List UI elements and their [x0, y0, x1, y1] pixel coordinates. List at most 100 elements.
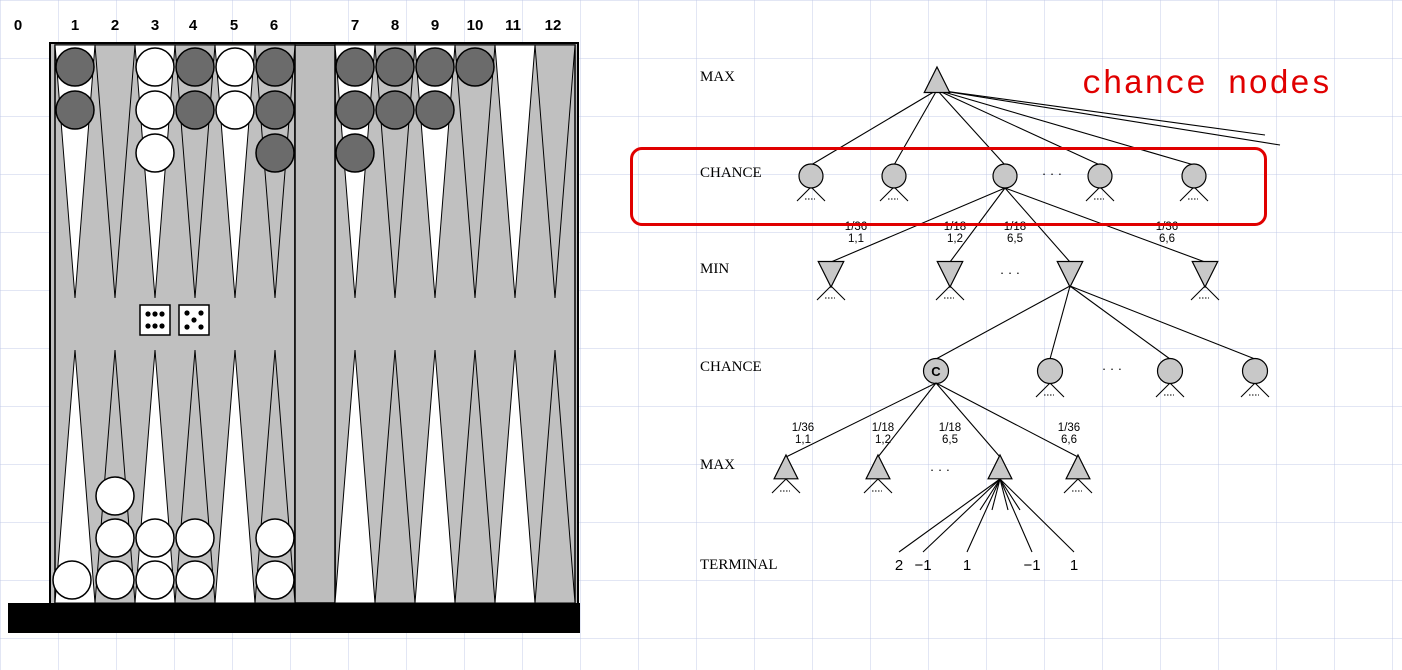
- dark-checker: [55, 47, 95, 87]
- white-checker: [255, 518, 295, 558]
- terminal-edge: [999, 478, 1033, 553]
- subtree-stub-line: [771, 478, 787, 494]
- level-label-chance: CHANCE: [700, 359, 762, 375]
- white-checker: [215, 47, 255, 87]
- terminal-value: 1: [1070, 557, 1078, 574]
- ellipsis: · · ·: [1000, 265, 1020, 280]
- die: [139, 304, 171, 336]
- subtree-stub-line: [796, 186, 812, 202]
- subtree-stub-line: [1085, 186, 1101, 202]
- subtree-stub-line: [816, 285, 832, 301]
- dice-roll: 6,6: [1159, 233, 1175, 245]
- probability-label: 1/186,5: [939, 422, 961, 446]
- max-node: [987, 453, 1013, 480]
- dark-checker: [415, 90, 455, 130]
- subtree-stub-line: [810, 186, 826, 202]
- die-pip: [198, 324, 204, 330]
- ellipsis: · · ·: [930, 462, 950, 477]
- white-checker: [215, 90, 255, 130]
- dark-checker: [255, 133, 295, 173]
- tree-edge: [936, 89, 1006, 166]
- probability-label: 1/181,2: [872, 422, 894, 446]
- tree-edge: [1069, 285, 1171, 360]
- subtree-stub: [816, 285, 846, 301]
- subtree-stub-line: [1049, 382, 1065, 398]
- subtree-stub: [771, 478, 801, 494]
- tree-edge: [1049, 285, 1071, 360]
- subtree-stub-line: [830, 285, 846, 301]
- level-label-min: MIN: [700, 261, 729, 277]
- probability-value: 1/18: [872, 422, 894, 434]
- tree-edge: [877, 382, 937, 458]
- tree-edge: [935, 285, 1071, 360]
- die-pip: [184, 324, 190, 330]
- die-pip: [152, 311, 158, 317]
- dice-roll: 6,5: [942, 434, 958, 446]
- white-checker: [135, 47, 175, 87]
- chance-node: [1241, 357, 1269, 385]
- dice-roll: 1,1: [848, 233, 864, 245]
- board-point-number: 3: [151, 17, 159, 34]
- min-node: [817, 260, 845, 289]
- level-label-max: MAX: [700, 69, 735, 85]
- terminal-edge: [979, 478, 1001, 511]
- subtree-stub-line: [1240, 382, 1256, 398]
- dark-checker: [455, 47, 495, 87]
- white-checker: [255, 560, 295, 600]
- chance-node: [881, 163, 907, 189]
- probability-value: 1/36: [792, 422, 814, 434]
- subtree-stub-line: [1063, 478, 1079, 494]
- dark-checker: [375, 90, 415, 130]
- board-point-number: 6: [270, 17, 278, 34]
- chance-nodes-callout: chance nodes: [1082, 66, 1332, 103]
- subtree-stub-line: [1190, 285, 1206, 301]
- chance-node: [1181, 163, 1207, 189]
- board-point-number: 0: [14, 17, 22, 34]
- terminal-value: −1: [1023, 557, 1040, 574]
- die-pip: [159, 323, 165, 329]
- die-pip: [159, 311, 165, 317]
- subtree-stub: [935, 285, 965, 301]
- board-point-number: 9: [431, 17, 439, 34]
- die-pip: [145, 311, 151, 317]
- tree-edge: [935, 382, 1079, 458]
- tree-edge: [935, 382, 1001, 458]
- subtree-stub-line: [879, 186, 895, 202]
- board-base-strip: [8, 603, 580, 633]
- board-point-number: 2: [111, 17, 119, 34]
- dark-checker: [335, 90, 375, 130]
- dark-checker: [255, 90, 295, 130]
- white-checker: [135, 560, 175, 600]
- subtree-stub-line: [1193, 186, 1209, 202]
- die-pip: [152, 323, 158, 329]
- terminal-value: 2: [895, 557, 903, 574]
- white-checker: [175, 518, 215, 558]
- subtree-stub-line: [863, 478, 879, 494]
- tree-edge: [1069, 285, 1256, 360]
- max-node: [865, 453, 891, 480]
- board-point-triangle: [94, 44, 136, 299]
- min-node: [1191, 260, 1219, 289]
- die-pip: [191, 317, 197, 323]
- chance-node: [1156, 357, 1184, 385]
- terminal-edge: [999, 478, 1009, 511]
- tree-edge: [785, 382, 937, 458]
- dark-checker: [335, 133, 375, 173]
- white-checker: [95, 476, 135, 516]
- terminal-value: 1: [963, 557, 971, 574]
- white-checker: [95, 560, 135, 600]
- die-pip: [184, 310, 190, 316]
- subtree-stub-line: [1204, 285, 1220, 301]
- dice-roll: 1,1: [795, 434, 811, 446]
- terminal-edge: [922, 478, 1001, 553]
- subtree-stub: [879, 186, 909, 202]
- board-point-number: 1: [71, 17, 79, 34]
- white-checker: [52, 560, 92, 600]
- subtree-stub-line: [1169, 382, 1185, 398]
- terminal-edge: [966, 478, 1001, 553]
- subtree-stub: [1240, 382, 1270, 398]
- board-point-triangle: [534, 44, 576, 299]
- dice-roll: 1,2: [947, 233, 963, 245]
